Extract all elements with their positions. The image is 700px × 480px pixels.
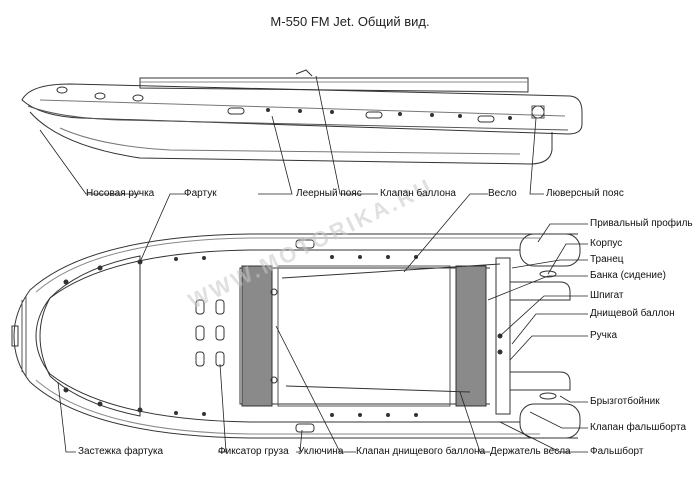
top-apron — [39, 255, 141, 417]
side-view — [21, 69, 583, 165]
top-handles — [295, 239, 315, 433]
label-fartuk: Фартук — [184, 188, 217, 199]
label-tranets: Транец — [590, 254, 624, 265]
label-uklyuchina: Уключина — [298, 446, 344, 457]
label-korpus: Корпус — [590, 238, 623, 249]
label-klapan-ballona: Клапан баллона — [380, 188, 456, 199]
top-inner-tube — [35, 249, 520, 423]
bench-right — [455, 265, 487, 407]
label-privalny-profil: Привальный профиль — [590, 218, 693, 229]
label-leerny-poyas: Леерный пояс — [296, 188, 362, 199]
label-luversny-poyas: Люверсный пояс — [546, 188, 624, 199]
lifeline-points — [266, 108, 512, 120]
label-veslo: Весло — [488, 188, 517, 199]
transom — [495, 257, 511, 415]
label-nosovaya-ruchka: Носовая ручка — [86, 188, 155, 199]
side-rowlock — [295, 69, 313, 77]
bow-handles — [56, 86, 144, 102]
leader-lines — [39, 75, 588, 453]
label-dnishchevoy-ballon: Днищевой баллон — [590, 308, 675, 319]
side-rub-strake — [27, 105, 569, 131]
side-tube-inner-line — [39, 99, 566, 117]
side-tube — [21, 83, 583, 135]
label-shpigat: Шпигат — [590, 290, 624, 301]
label-banka: Банка (сидение) — [590, 270, 666, 281]
label-zastezhka-fartuka: Застежка фартука — [78, 446, 164, 457]
top-floor — [239, 267, 490, 405]
bench-left — [241, 265, 273, 407]
label-falshbort: Фальшборт — [590, 446, 644, 457]
top-view — [11, 233, 581, 439]
oar — [281, 263, 501, 279]
label-bryzgootboynik: Брызготбойник — [590, 396, 660, 407]
side-hull — [29, 111, 553, 165]
label-fiksator-gruza: Фиксатор груза — [218, 446, 289, 457]
stern-tube-ends — [510, 233, 581, 439]
side-valve — [531, 105, 545, 119]
side-hull-line — [59, 127, 521, 155]
side-tube-handles — [227, 107, 495, 123]
top-outer-tube — [13, 233, 578, 439]
side-fabric — [139, 77, 529, 93]
label-derzhatel-vesla: Держатель весла — [490, 446, 571, 457]
diagram-title: М-550 FM Jet. Общий вид. — [270, 14, 430, 29]
label-klapan-dnishchevogo-ballona: Клапан днищевого баллона — [356, 446, 486, 457]
label-klapan-falshborta: Клапан фальшборта — [590, 422, 687, 433]
label-ruchka: Ручка — [590, 330, 618, 341]
